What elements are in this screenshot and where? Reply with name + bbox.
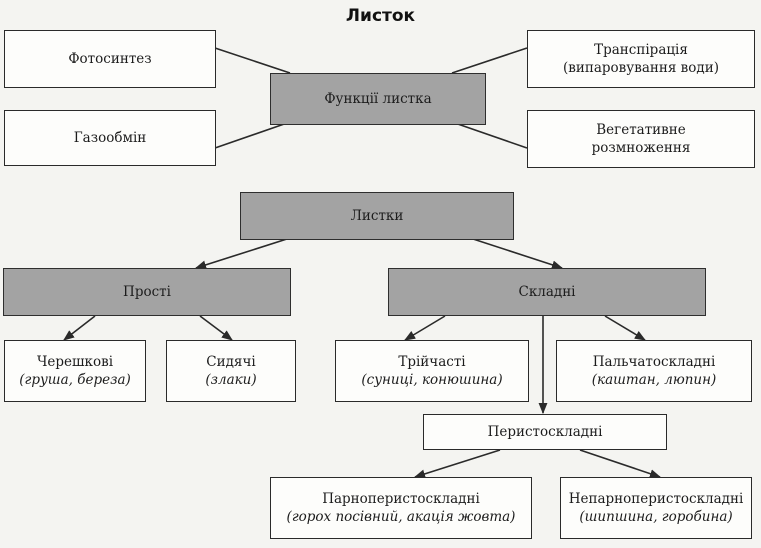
arrow-to-paripinnate <box>413 449 501 479</box>
node-gas-exchange: Газообмін <box>4 110 216 166</box>
node-compound: Складні <box>388 268 706 316</box>
node-pinnate: Перистоскладні <box>423 414 667 450</box>
node-paripinnate: Парноперистоскладні (горох посівний, ака… <box>270 477 532 539</box>
node-label: Пальчатоскладні <box>592 353 716 370</box>
node-leaf-functions: Функції листка <box>270 73 486 125</box>
node-examples: (шипшина, горобина) <box>579 509 733 525</box>
node-examples: (суниці, конюшина) <box>361 372 503 388</box>
node-examples: (горох посівний, акація жовта) <box>286 509 516 525</box>
page-title: Листок <box>345 6 416 26</box>
connector-transpiration <box>451 47 528 74</box>
node-label: Транспірація <box>594 41 688 58</box>
node-label: Перистоскладні <box>487 423 603 440</box>
arrow-to-petiolate <box>63 315 96 341</box>
node-label-line2: розмноження <box>591 140 691 156</box>
arrow-to-imparipinnate <box>579 449 662 479</box>
node-label: Непарноперистоскладні <box>568 490 744 507</box>
node-label: Газообмін <box>73 129 147 146</box>
node-label: Парноперистоскладні <box>322 490 480 507</box>
arrow-to-trifoliate <box>404 315 446 341</box>
node-label: Сидячі <box>206 353 256 370</box>
arrow-to-compound <box>469 237 564 270</box>
node-sessile: Сидячі (злаки) <box>166 340 296 402</box>
node-examples: (злаки) <box>205 372 257 388</box>
node-trifoliate: Трійчасті (суниці, конюшина) <box>335 340 529 402</box>
node-imparipinnate: Непарноперистоскладні (шипшина, горобина… <box>560 477 752 539</box>
node-transpiration: Транспірація (випаровування води) <box>527 30 755 88</box>
node-label-line1: Вегетативне <box>596 121 686 138</box>
node-palmate: Пальчатоскладні (каштан, люпин) <box>556 340 752 402</box>
arrow-to-sessile <box>199 315 233 341</box>
node-photosynthesis: Фотосинтез <box>4 30 216 88</box>
node-examples: (каштан, люпин) <box>591 372 717 388</box>
node-simple: Прості <box>3 268 291 316</box>
connector-gas-exchange <box>214 121 291 149</box>
node-label: Фотосинтез <box>68 50 152 67</box>
node-label: Листки <box>350 207 404 224</box>
arrow-to-simple <box>194 237 291 270</box>
node-leaves: Листки <box>240 192 514 240</box>
connector-vegetative <box>451 121 528 149</box>
node-label: Трійчасті <box>398 353 466 370</box>
node-note: (випаровування води) <box>563 60 719 76</box>
node-label: Складні <box>518 283 576 300</box>
node-vegetative-reproduction: Вегетативне розмноження <box>527 110 755 168</box>
node-examples: (груша, береза) <box>19 372 131 388</box>
node-petiolate: Черешкові (груша, береза) <box>4 340 146 402</box>
node-label: Прості <box>123 283 171 300</box>
node-label: Черешкові <box>36 353 114 370</box>
arrow-to-palmate <box>604 315 646 341</box>
connector-photosynthesis <box>214 47 291 74</box>
node-label: Функції листка <box>324 90 432 107</box>
